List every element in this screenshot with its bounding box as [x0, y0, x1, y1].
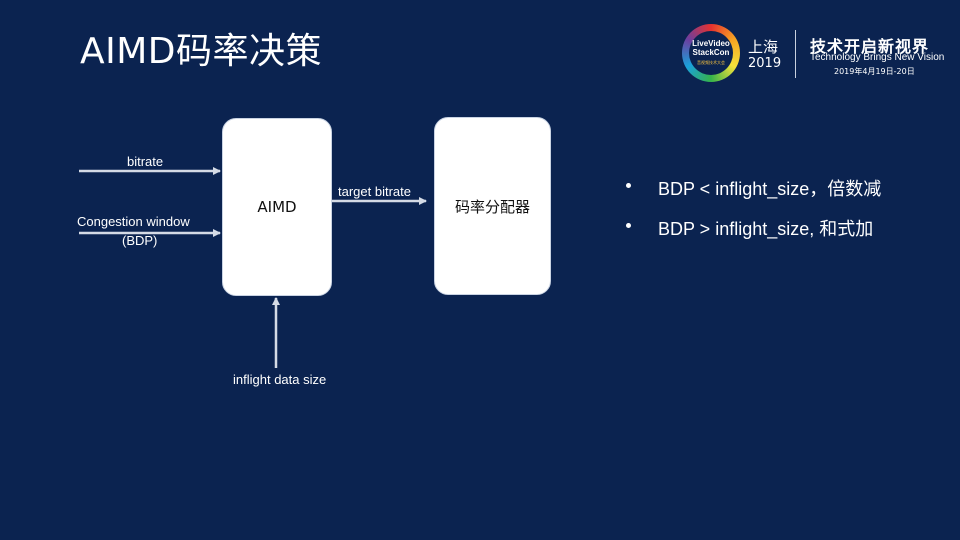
bitrate-allocator-node: 码率分配器 — [434, 117, 551, 295]
conference-date: 2019年4月19日-20日 — [834, 67, 915, 76]
aimd-node: AIMD — [222, 118, 332, 296]
header-divider — [795, 30, 796, 78]
bullet-text: BDP < inflight_size，倍数减 — [658, 179, 882, 199]
label-target-bitrate: target bitrate — [338, 184, 411, 199]
bullet-dot-icon — [626, 223, 631, 228]
label-bitrate: bitrate — [127, 154, 164, 169]
logo-text-1: LiveVideo — [692, 39, 730, 48]
logo-ring-icon: LiveVideo StackCon 音视频技术大会 — [682, 24, 740, 82]
bullet-text: BDP > inflight_size, 和式加 — [658, 219, 874, 239]
bullet-dot-icon — [626, 183, 631, 188]
allocator-node-label: 码率分配器 — [454, 197, 530, 216]
year-label: 2019 — [748, 56, 782, 71]
slogan-cn: 技术开启新视界 — [810, 37, 930, 56]
logo-text-2: StackCon — [692, 48, 730, 57]
bullet-item: BDP > inflight_size, 和式加 — [626, 215, 881, 255]
label-bdp: (BDP) — [122, 233, 158, 248]
bullet-list: BDP < inflight_size，倍数减 BDP > inflight_s… — [626, 175, 881, 255]
slide-title: AIMD码率决策 — [80, 31, 323, 72]
aimd-node-label: AIMD — [257, 198, 297, 216]
city-label: 上海 — [748, 38, 779, 56]
logo-subtext: 音视频技术大会 — [697, 60, 725, 65]
slogan-en: Technology Brings New Vision — [810, 52, 945, 63]
label-congestion-window: Congestion window — [77, 214, 190, 229]
bullet-item: BDP < inflight_size，倍数减 — [626, 175, 881, 215]
label-inflight: inflight data size — [233, 372, 327, 387]
